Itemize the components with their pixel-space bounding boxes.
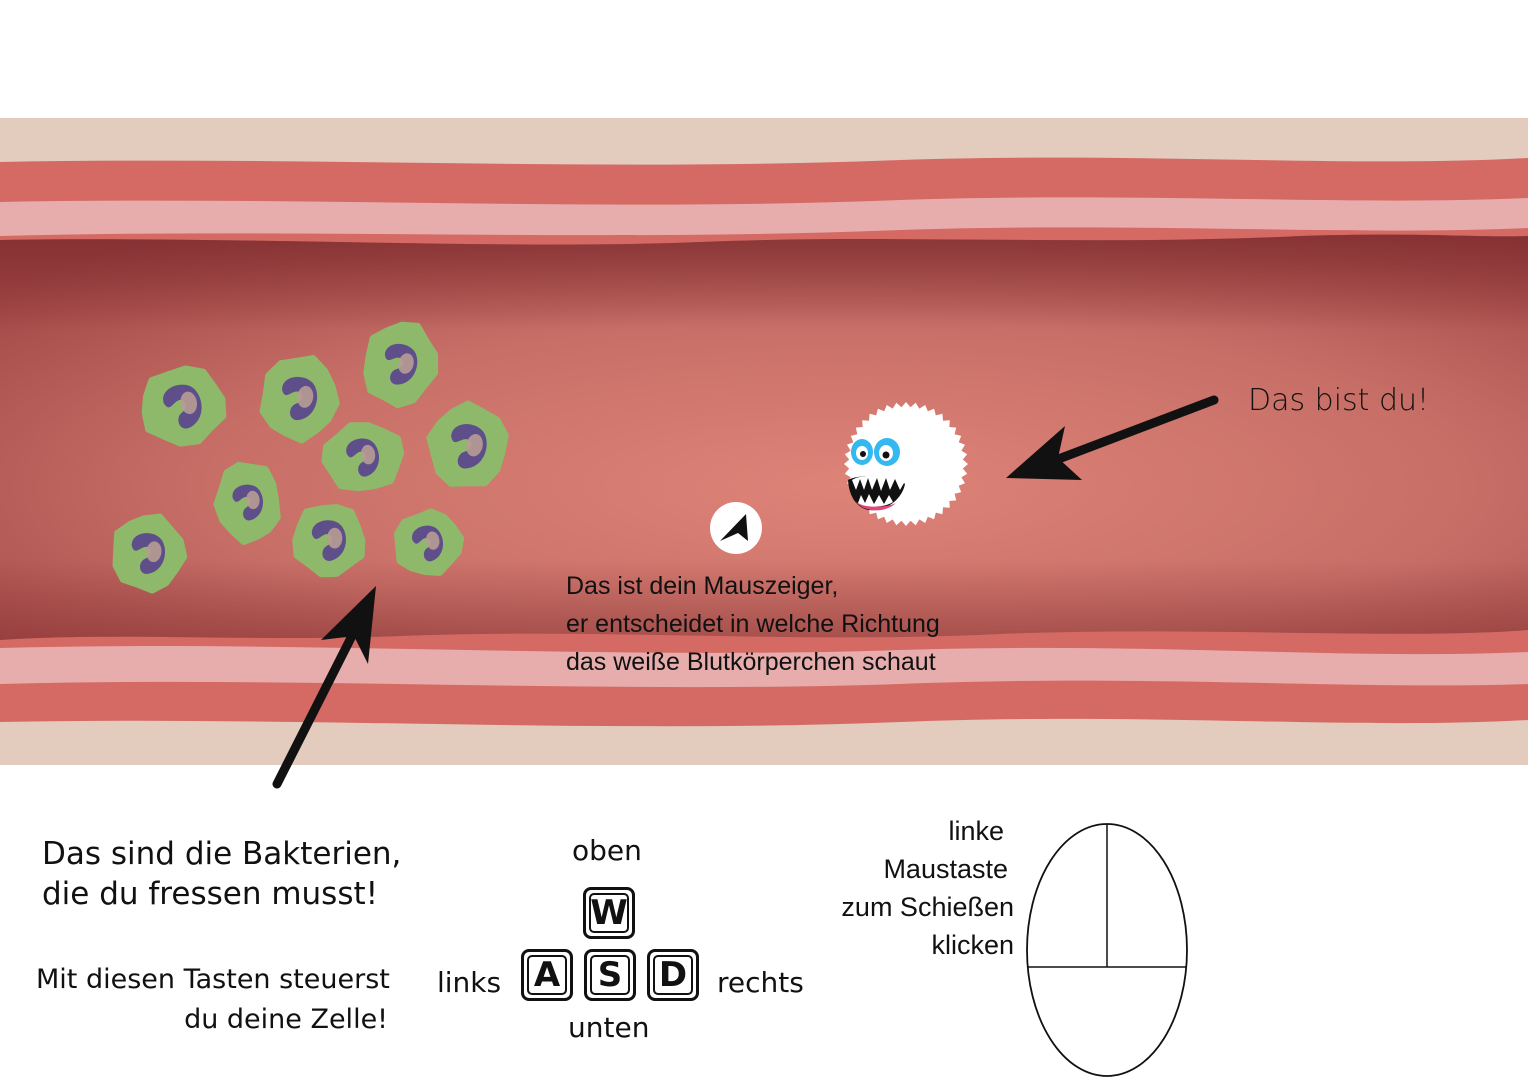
vessel-lumen-bottom-shade <box>0 560 1528 640</box>
player-teeth <box>852 475 904 491</box>
cursor-label-line: das weiße Blutkörperchen schaut <box>566 648 936 676</box>
bacteria-label-line: die du fressen musst! <box>42 876 379 912</box>
arrow-to-player <box>1006 395 1219 480</box>
bacterium <box>141 365 227 447</box>
direction-right-label: rechts <box>717 966 804 999</box>
bacterium <box>394 508 465 576</box>
mouse-label-line: klicken <box>931 930 1014 960</box>
arrow-to-bacteria <box>272 586 376 789</box>
bacteria-label-line: Das sind die Bakterien, <box>42 836 402 872</box>
cursor-label-line: er entscheidet in welche Richtung <box>566 610 940 638</box>
vessel-wall-top-stripe <box>0 197 1528 236</box>
keys-intro-line: du deine Zelle! <box>184 1004 388 1035</box>
bacteria-label: Das sind die Bakterien, die du fressen m… <box>42 834 401 914</box>
cursor-label-line: Das ist dein Mauszeiger, <box>566 572 839 600</box>
key-d[interactable]: D <box>647 949 699 1001</box>
key-s[interactable]: S <box>584 949 636 1001</box>
bacterium <box>259 355 340 444</box>
bacterium <box>292 504 366 578</box>
mouse-diagram <box>1026 823 1188 1077</box>
mouse-cursor-marker <box>710 502 762 554</box>
key-a[interactable]: A <box>521 949 573 1001</box>
direction-down-label: unten <box>568 1011 650 1044</box>
bacterium <box>321 422 405 492</box>
direction-up-label: oben <box>572 834 642 867</box>
bacterium <box>426 400 509 487</box>
bacteria-group <box>112 321 509 594</box>
mouse-label: linke Maustaste zum Schießen klicken <box>800 812 1014 964</box>
bacterium <box>363 321 439 409</box>
key-w[interactable]: W <box>583 887 635 939</box>
player-label: Das bist du! <box>1248 383 1430 418</box>
cursor-label: Das ist dein Mauszeiger, er entscheidet … <box>566 567 940 681</box>
direction-left-label: links <box>437 966 502 999</box>
bacterium <box>112 513 188 594</box>
player-white-blood-cell <box>844 402 968 526</box>
vessel-wall-bottom-stripe <box>0 646 1528 688</box>
mouse-label-line: Maustaste <box>883 854 1008 884</box>
mouse-label-line: zum Schießen <box>841 892 1014 922</box>
vessel-lumen-top-shade <box>0 234 1528 330</box>
keys-intro-line: Mit diesen Tasten steuerst <box>36 964 390 995</box>
mouse-label-line: linke <box>948 816 1004 846</box>
bacterium <box>213 461 281 545</box>
keys-intro-label: Mit diesen Tasten steuerst du deine Zell… <box>36 960 390 1040</box>
cursor-arrow-icon <box>720 514 748 541</box>
